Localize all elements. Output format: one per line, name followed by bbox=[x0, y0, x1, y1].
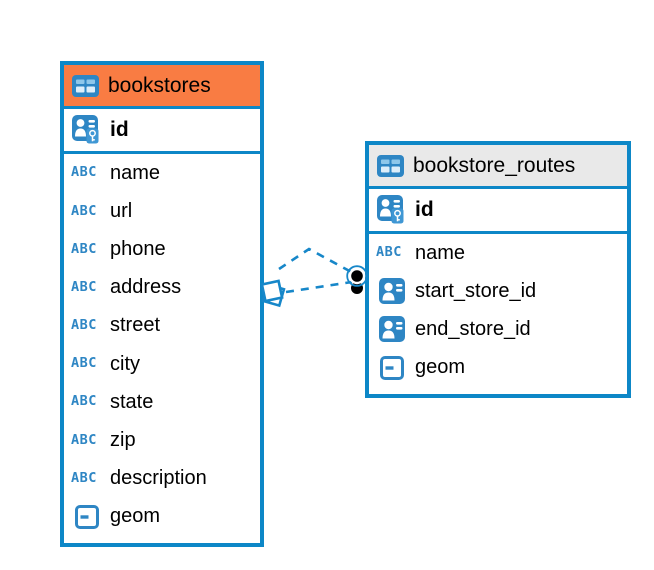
relationship-target-marker[interactable] bbox=[346, 265, 368, 294]
field-row[interactable]: ABC url bbox=[64, 192, 260, 231]
field-name: geom bbox=[415, 356, 466, 379]
geometry-type-icon bbox=[376, 355, 407, 380]
field-row[interactable]: ABC city bbox=[64, 344, 260, 384]
field-name: description bbox=[110, 467, 207, 490]
field-name: city bbox=[110, 352, 140, 375]
field-name: address bbox=[110, 276, 182, 299]
field-name: geom bbox=[110, 505, 161, 528]
field-row[interactable]: ABC address bbox=[64, 268, 260, 307]
table-node-bookstore-routes[interactable]: bookstore_routes id ABC name bbox=[365, 141, 631, 398]
text-type-icon: ABC bbox=[71, 355, 97, 372]
field-row[interactable]: ABC description bbox=[64, 459, 260, 498]
field-row[interactable]: ABC name bbox=[369, 234, 627, 273]
field-name: zip bbox=[110, 428, 136, 451]
primary-key-icon bbox=[71, 115, 102, 145]
text-type-icon: ABC bbox=[71, 431, 97, 448]
relationship-line-lower[interactable] bbox=[285, 280, 353, 294]
reference-type-icon bbox=[376, 278, 407, 305]
field-name: id bbox=[110, 118, 129, 141]
reference-type-icon bbox=[376, 316, 407, 343]
text-type-icon: ABC bbox=[71, 164, 97, 181]
field-name: street bbox=[110, 314, 161, 337]
text-type-icon: ABC bbox=[376, 244, 402, 261]
text-type-icon: ABC bbox=[71, 469, 97, 486]
text-type-icon: ABC bbox=[71, 202, 97, 219]
field-row[interactable]: start_store_id bbox=[369, 272, 627, 311]
field-row[interactable]: ABC name bbox=[64, 154, 260, 193]
field-name: end_store_id bbox=[415, 317, 531, 340]
table-header-bookstore-routes[interactable]: bookstore_routes bbox=[369, 145, 627, 189]
field-name: url bbox=[110, 199, 133, 222]
geometry-type-icon bbox=[71, 504, 102, 529]
text-type-icon: ABC bbox=[71, 317, 97, 334]
field-name: name bbox=[110, 161, 161, 184]
field-row[interactable]: ABC zip bbox=[64, 421, 260, 460]
text-type-icon: ABC bbox=[71, 278, 97, 295]
field-name: id bbox=[415, 198, 434, 221]
text-type-icon: ABC bbox=[71, 240, 97, 257]
table-icon bbox=[377, 154, 404, 177]
primary-key-icon bbox=[376, 195, 407, 225]
field-row[interactable]: ABC state bbox=[64, 383, 260, 422]
table-name: bookstore_routes bbox=[413, 153, 576, 177]
field-name: phone bbox=[110, 237, 166, 260]
field-name: start_store_id bbox=[415, 279, 537, 302]
field-name: state bbox=[110, 390, 154, 413]
table-header-bookstores[interactable]: bookstores bbox=[64, 65, 260, 109]
field-row[interactable]: ABC phone bbox=[64, 230, 260, 269]
table-icon bbox=[72, 74, 99, 97]
field-name: name bbox=[415, 241, 466, 264]
field-row-pk[interactable]: id bbox=[64, 109, 260, 154]
relationship-line-upper[interactable] bbox=[278, 247, 356, 276]
relationship-source-marker[interactable] bbox=[260, 279, 286, 308]
field-row[interactable]: geom bbox=[64, 497, 260, 536]
field-row[interactable]: end_store_id bbox=[369, 310, 627, 349]
text-type-icon: ABC bbox=[71, 393, 97, 410]
field-row[interactable]: ABC street bbox=[64, 306, 260, 345]
field-row-pk[interactable]: id bbox=[369, 189, 627, 234]
field-row[interactable]: geom bbox=[369, 348, 627, 387]
table-node-bookstores[interactable]: bookstores id ABC name bbox=[60, 61, 264, 547]
table-name: bookstores bbox=[108, 73, 211, 97]
